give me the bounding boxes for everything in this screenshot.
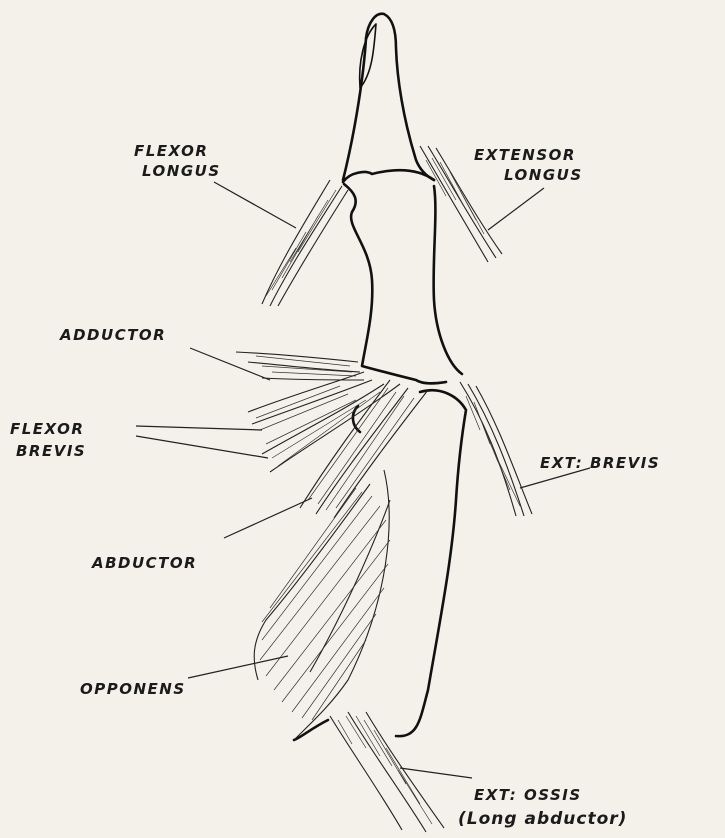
proximal-phalanx: [344, 184, 462, 383]
label-flexor-brevis-line1: FLEXOR: [10, 420, 84, 438]
opponens-muscle: [254, 470, 390, 740]
metacarpal: [294, 390, 466, 740]
abductor-muscle: [300, 380, 428, 518]
leader-lines: [136, 182, 590, 778]
label-abductor: ABDUCTOR: [91, 554, 197, 572]
label-flexor-brevis-line2: BREVIS: [16, 442, 86, 460]
distal-phalanx: [343, 14, 434, 182]
label-extensor-longus-line1: EXTENSOR: [474, 146, 576, 164]
label-ext-brevis: EXT: BREVIS: [540, 454, 660, 472]
adductor-muscle: [236, 352, 364, 380]
label-ext-ossis-line1: EXT: OSSIS: [474, 786, 582, 804]
label-extensor-longus-line2: LONGUS: [504, 166, 583, 184]
ext-brevis-tendon: [460, 382, 532, 516]
label-flexor-longus-line1: FLEXOR: [134, 142, 208, 160]
label-opponens: OPPONENS: [80, 680, 186, 698]
label-flexor-longus-line2: LONGUS: [142, 162, 221, 180]
label-ext-ossis-line2: (Long abductor): [458, 809, 627, 829]
flexor-longus-tendon: [262, 180, 348, 306]
label-adductor: ADDUCTOR: [59, 326, 166, 344]
